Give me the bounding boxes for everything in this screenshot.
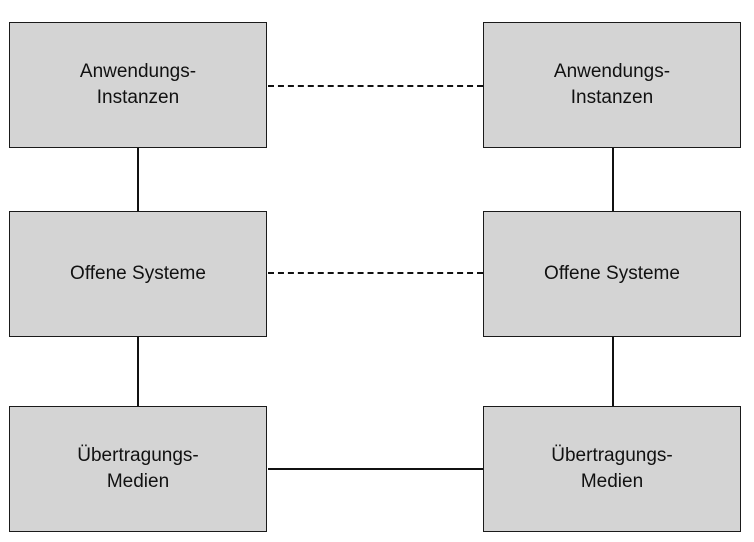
bottom-row-peer-connector xyxy=(268,468,483,470)
left-middle-to-bottom-connector xyxy=(137,337,139,406)
right-top-to-middle-connector xyxy=(612,148,614,211)
right-middle-to-bottom-connector xyxy=(612,337,614,406)
middle-row-peer-connector xyxy=(268,272,483,274)
right-transmission-media-box: Übertragungs- Medien xyxy=(483,406,741,532)
right-transmission-media-label: Übertragungs- Medien xyxy=(551,445,673,492)
right-open-systems-box: Offene Systeme xyxy=(483,211,741,337)
right-open-systems-label: Offene Systeme xyxy=(544,263,680,284)
top-row-peer-connector xyxy=(268,85,483,87)
right-application-instances-label: Anwendungs- Instanzen xyxy=(553,61,671,108)
left-application-instances-box: Anwendungs- Instanzen xyxy=(9,22,267,148)
left-application-instances-label: Anwendungs- Instanzen xyxy=(79,61,197,108)
left-open-systems-box: Offene Systeme xyxy=(9,211,267,337)
right-application-instances-box: Anwendungs- Instanzen xyxy=(483,22,741,148)
left-open-systems-label: Offene Systeme xyxy=(70,263,206,284)
left-transmission-media-label: Übertragungs- Medien xyxy=(77,445,199,492)
left-transmission-media-box: Übertragungs- Medien xyxy=(9,406,267,532)
left-top-to-middle-connector xyxy=(137,148,139,211)
